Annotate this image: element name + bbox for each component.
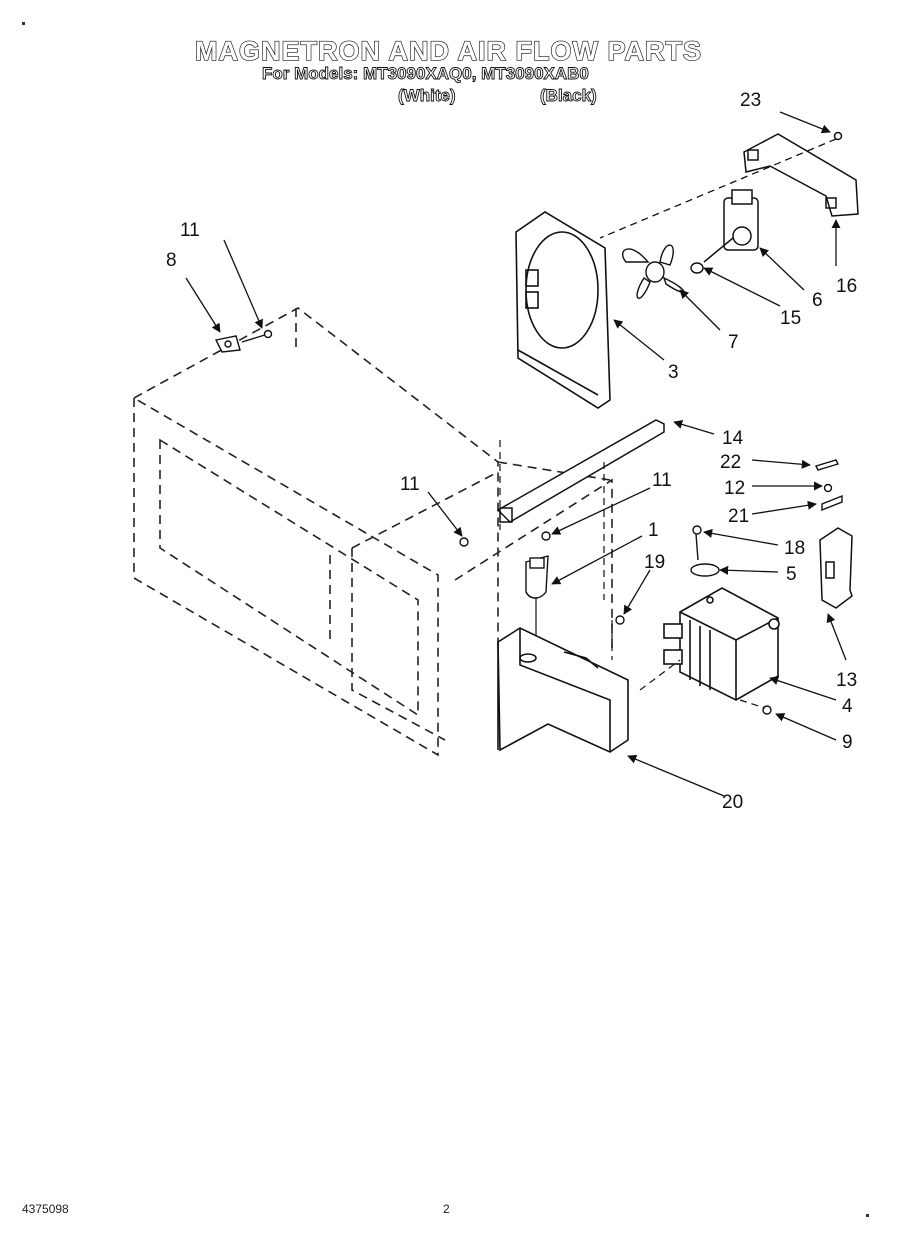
clip-part [214, 329, 273, 353]
callout-5: 5 [786, 564, 797, 585]
callout-6: 6 [812, 290, 823, 311]
callout-leaders [185, 111, 847, 797]
screw-part [615, 615, 625, 625]
document-number: 4375098 [22, 1202, 69, 1216]
cavity-outline [133, 307, 613, 757]
callout-19: 19 [644, 552, 665, 573]
callout-3: 3 [668, 362, 679, 383]
models-line: For Models: MT3090XAQ0, MT3090XAB0 [262, 64, 590, 84]
callout-4: 4 [842, 696, 853, 717]
callout-18: 18 [784, 538, 805, 559]
callout-16: 16 [836, 276, 857, 297]
magnetron-part [663, 587, 780, 701]
screw-part [833, 131, 843, 141]
fan-motor-part [703, 189, 759, 263]
callout-12: 12 [724, 478, 745, 499]
thermal-protector-part [690, 525, 720, 577]
callout-20: 20 [722, 792, 743, 813]
callout-15: 15 [780, 308, 801, 329]
assembly-line [599, 138, 837, 239]
callout-labels: 23 11 8 16 6 15 7 3 14 22 12 21 11 11 1 … [166, 90, 857, 813]
callout-8: 8 [166, 250, 177, 271]
variant-white: (White) [398, 86, 456, 106]
fan-shroud-part [515, 211, 611, 409]
page-title: MAGNETRON AND AIR FLOW PARTS [194, 35, 702, 66]
corner-mark [866, 1214, 869, 1217]
callout-11: 11 [180, 220, 200, 241]
callout-1: 1 [648, 520, 659, 541]
fan-blade-part [621, 244, 685, 299]
callout-13: 13 [836, 670, 857, 691]
bushing-part [690, 262, 704, 274]
air-guide-part [496, 419, 665, 523]
callout-7: 7 [728, 332, 739, 353]
motor-bracket-part [743, 133, 859, 217]
air-duct-bracket-part [497, 627, 629, 753]
mounting-bracket-part [819, 527, 853, 609]
callout-9: 9 [842, 732, 853, 753]
hardware-part [815, 459, 843, 512]
corner-mark [22, 22, 25, 25]
callout-22: 22 [720, 452, 741, 473]
page-number: 2 [443, 1202, 450, 1216]
assembly-lines [499, 440, 766, 709]
variant-black: (Black) [540, 86, 598, 106]
callout-21: 21 [728, 506, 749, 527]
thermal-cutout-part [459, 531, 551, 660]
callout-11: 11 [652, 470, 672, 491]
callout-23: 23 [740, 90, 761, 111]
callout-14: 14 [722, 428, 744, 449]
callout-11: 11 [400, 474, 420, 495]
